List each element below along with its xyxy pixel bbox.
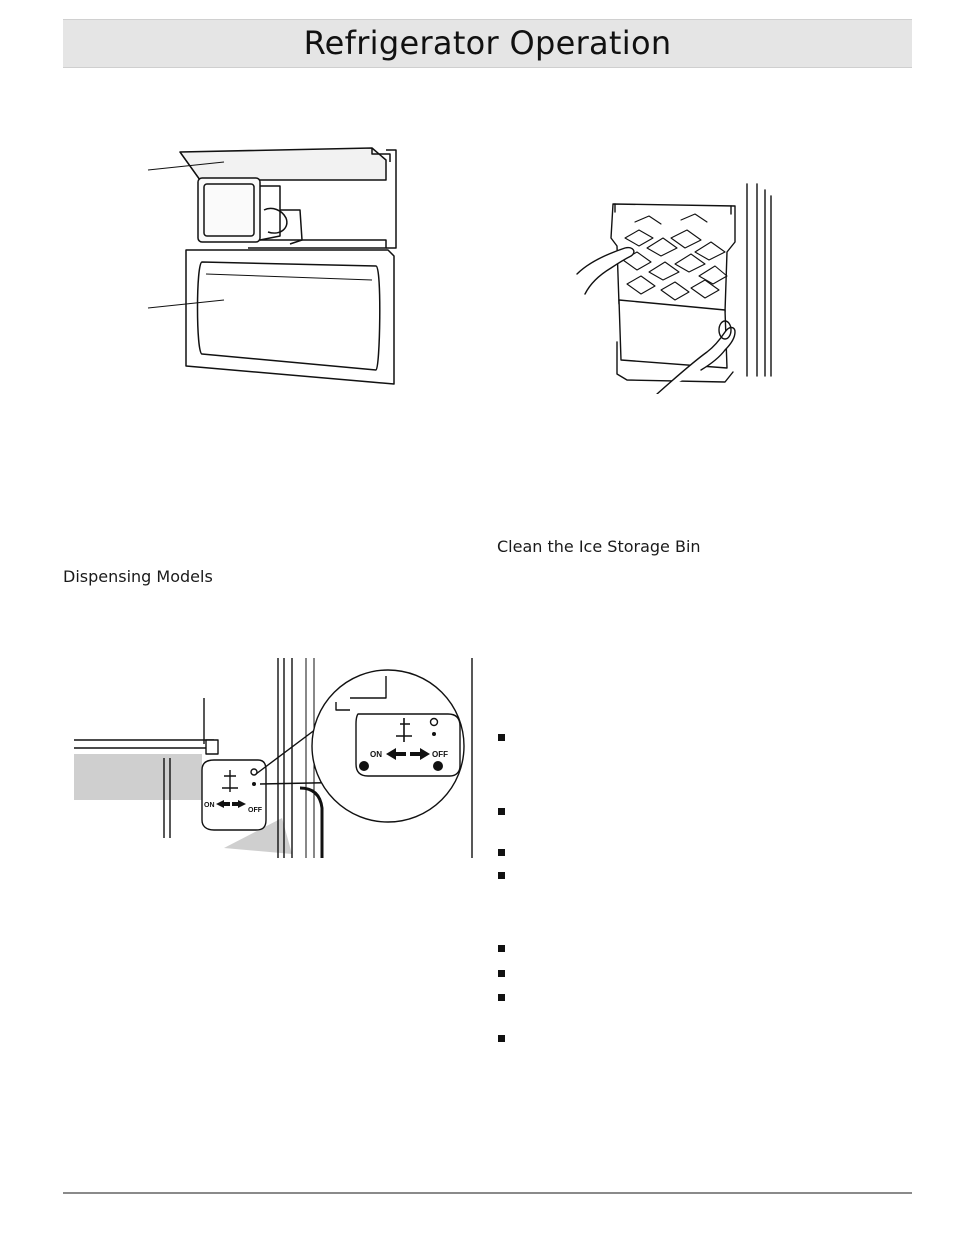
switch-off-label-small: OFF [248, 807, 263, 814]
ice-bin-outer [185, 249, 395, 385]
remove-ice-bin-illustration [576, 183, 772, 394]
ice-cubes [622, 213, 728, 301]
footer-rule [63, 1192, 912, 1194]
bullet-marker [498, 808, 505, 815]
switch-panel-large [355, 713, 461, 777]
bullet-marker [498, 945, 505, 952]
leader-line-bin [147, 299, 225, 309]
bullet-marker [498, 734, 505, 741]
bullet-marker [498, 994, 505, 1001]
clean-bin-heading: Clean the Ice Storage Bin [497, 537, 701, 556]
arrow-right-icon [410, 748, 430, 760]
left-hand [576, 246, 635, 295]
bullet-marker [498, 970, 505, 977]
dispensing-models-heading: Dispensing Models [63, 567, 213, 586]
icemaker-switch-illustration: ON OFF ON OFF [74, 658, 473, 858]
switch-on-label: ON [370, 750, 382, 759]
bullet-marker [498, 1035, 505, 1042]
switch-panel-small [201, 759, 267, 831]
ice-bin [610, 203, 736, 313]
page-title: Refrigerator Operation [303, 24, 672, 62]
title-bar: Refrigerator Operation [63, 19, 912, 68]
switch-off-label: OFF [432, 750, 448, 759]
switch-on-label-small: ON [204, 802, 215, 809]
ice-bin-inner [196, 261, 381, 371]
arrow-left-icon [386, 748, 406, 760]
bullet-marker [498, 872, 505, 879]
ice-maker-cover [179, 147, 387, 181]
ice-maker-head [197, 177, 261, 243]
bullet-marker [498, 849, 505, 856]
leader-line-icemaker [147, 161, 225, 171]
icemaker-bin-illustration [147, 147, 397, 385]
